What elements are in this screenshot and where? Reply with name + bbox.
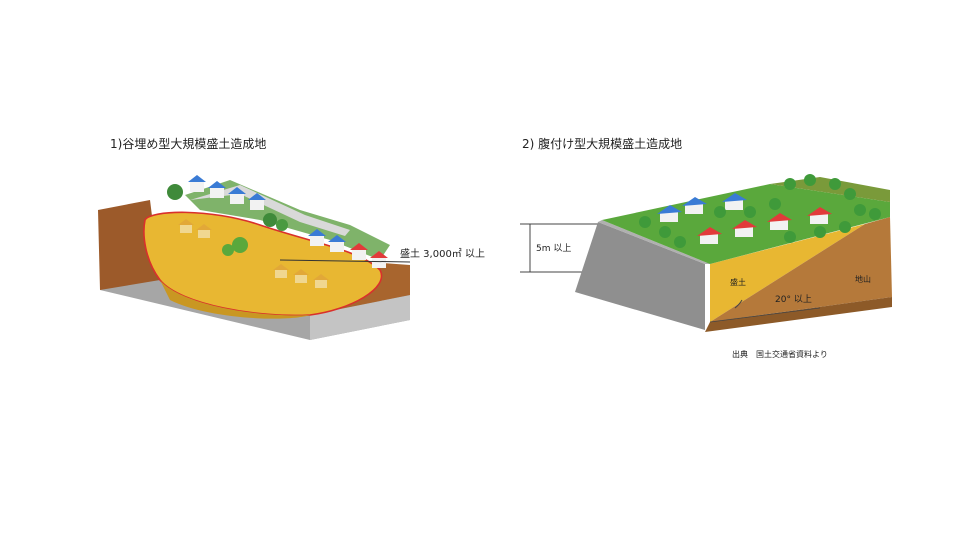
upper-road [190, 185, 350, 236]
retaining-wall-top [598, 220, 710, 264]
hill-surface [770, 177, 890, 202]
tree [263, 213, 277, 227]
fill-area-label: 盛土 3,000㎡ 以上 [400, 249, 485, 260]
houses-on-fill [178, 219, 329, 288]
tree [167, 184, 183, 200]
side-fill-diagram [520, 174, 892, 332]
natural-ground-front [705, 297, 892, 332]
slope-angle-arc [734, 299, 743, 309]
tree [276, 219, 288, 231]
fill-area-leader-line [279, 259, 411, 263]
natural-ground-section [710, 217, 892, 322]
retaining-wall-face [575, 222, 705, 330]
tree [222, 244, 234, 256]
valley-fill-caption: 1)谷埋め型大規模盛土造成地 [110, 137, 267, 151]
houses-upper [188, 175, 388, 268]
slope-baseline [709, 307, 821, 323]
base-front [310, 295, 410, 340]
side-fill-caption: 2) 腹付け型大規模盛土造成地 [522, 137, 683, 151]
slope-angle-label: 20° 以上 [775, 295, 812, 305]
natural-ground-label: 地山 [855, 275, 871, 284]
source-note: 出典 国土交通省資料より [732, 350, 828, 359]
valley-fill-diagram [98, 175, 411, 340]
fill-height-label: 5m 以上 [536, 244, 572, 254]
tree [232, 237, 248, 253]
houses-side-fill [657, 193, 832, 244]
trees-side-fill [639, 174, 881, 248]
fill-label: 盛土 [730, 278, 746, 287]
valley-fill-shade [160, 280, 310, 319]
